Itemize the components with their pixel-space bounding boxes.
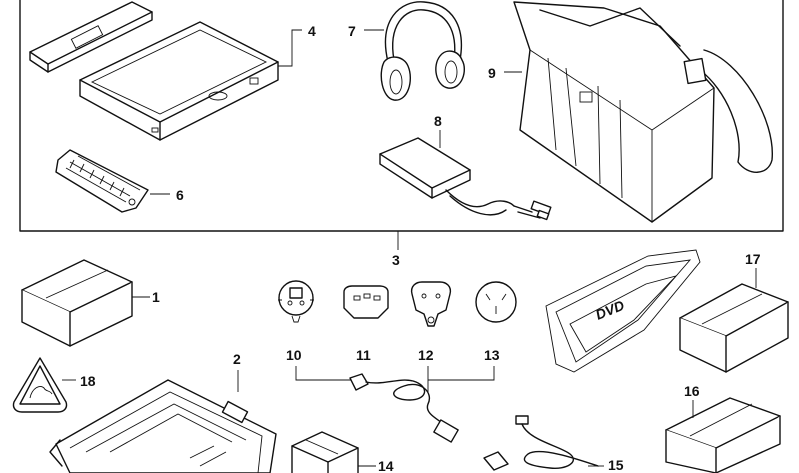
wireless-headphones	[380, 1, 466, 101]
callout-10: 10	[286, 347, 302, 363]
callout-16: 16	[684, 383, 700, 399]
leader-4	[278, 29, 302, 67]
power-cord	[349, 373, 459, 443]
callout-6: 6	[176, 187, 184, 203]
callout-14: 14	[378, 458, 394, 473]
cable-harness	[483, 415, 599, 471]
callout-4: 4	[308, 23, 316, 39]
box-17	[679, 283, 789, 373]
callout-18: 18	[80, 373, 96, 389]
callout-15: 15	[608, 457, 624, 473]
callout-11: 11	[356, 347, 371, 363]
portable-dvd-player	[29, 1, 279, 141]
adapter-bracket	[295, 366, 495, 392]
dvd-holder: DVD	[545, 249, 701, 373]
box-1	[21, 259, 133, 347]
plug-adapter-12	[410, 281, 452, 327]
callout-17: 17	[745, 251, 761, 267]
callout-1: 1	[152, 289, 160, 305]
plug-adapter-13	[475, 281, 517, 323]
callout-3: 3	[392, 252, 400, 268]
dvd-label: DVD	[593, 297, 626, 323]
callout-12: 12	[418, 347, 434, 363]
plug-adapter-11	[343, 285, 389, 319]
callout-13: 13	[484, 347, 500, 363]
box-16	[665, 397, 781, 473]
warning-label	[12, 357, 68, 413]
box-14	[291, 431, 359, 473]
callout-2: 2	[233, 351, 241, 367]
plug-adapter-10	[278, 280, 314, 323]
callout-9: 9	[488, 65, 496, 81]
carry-bag	[513, 1, 773, 223]
docking-bracket	[49, 379, 277, 473]
group-frame-3	[19, 0, 784, 232]
callout-8: 8	[434, 113, 442, 129]
callout-7: 7	[348, 23, 356, 39]
remote-control	[55, 149, 149, 213]
power-adapter	[379, 137, 552, 221]
